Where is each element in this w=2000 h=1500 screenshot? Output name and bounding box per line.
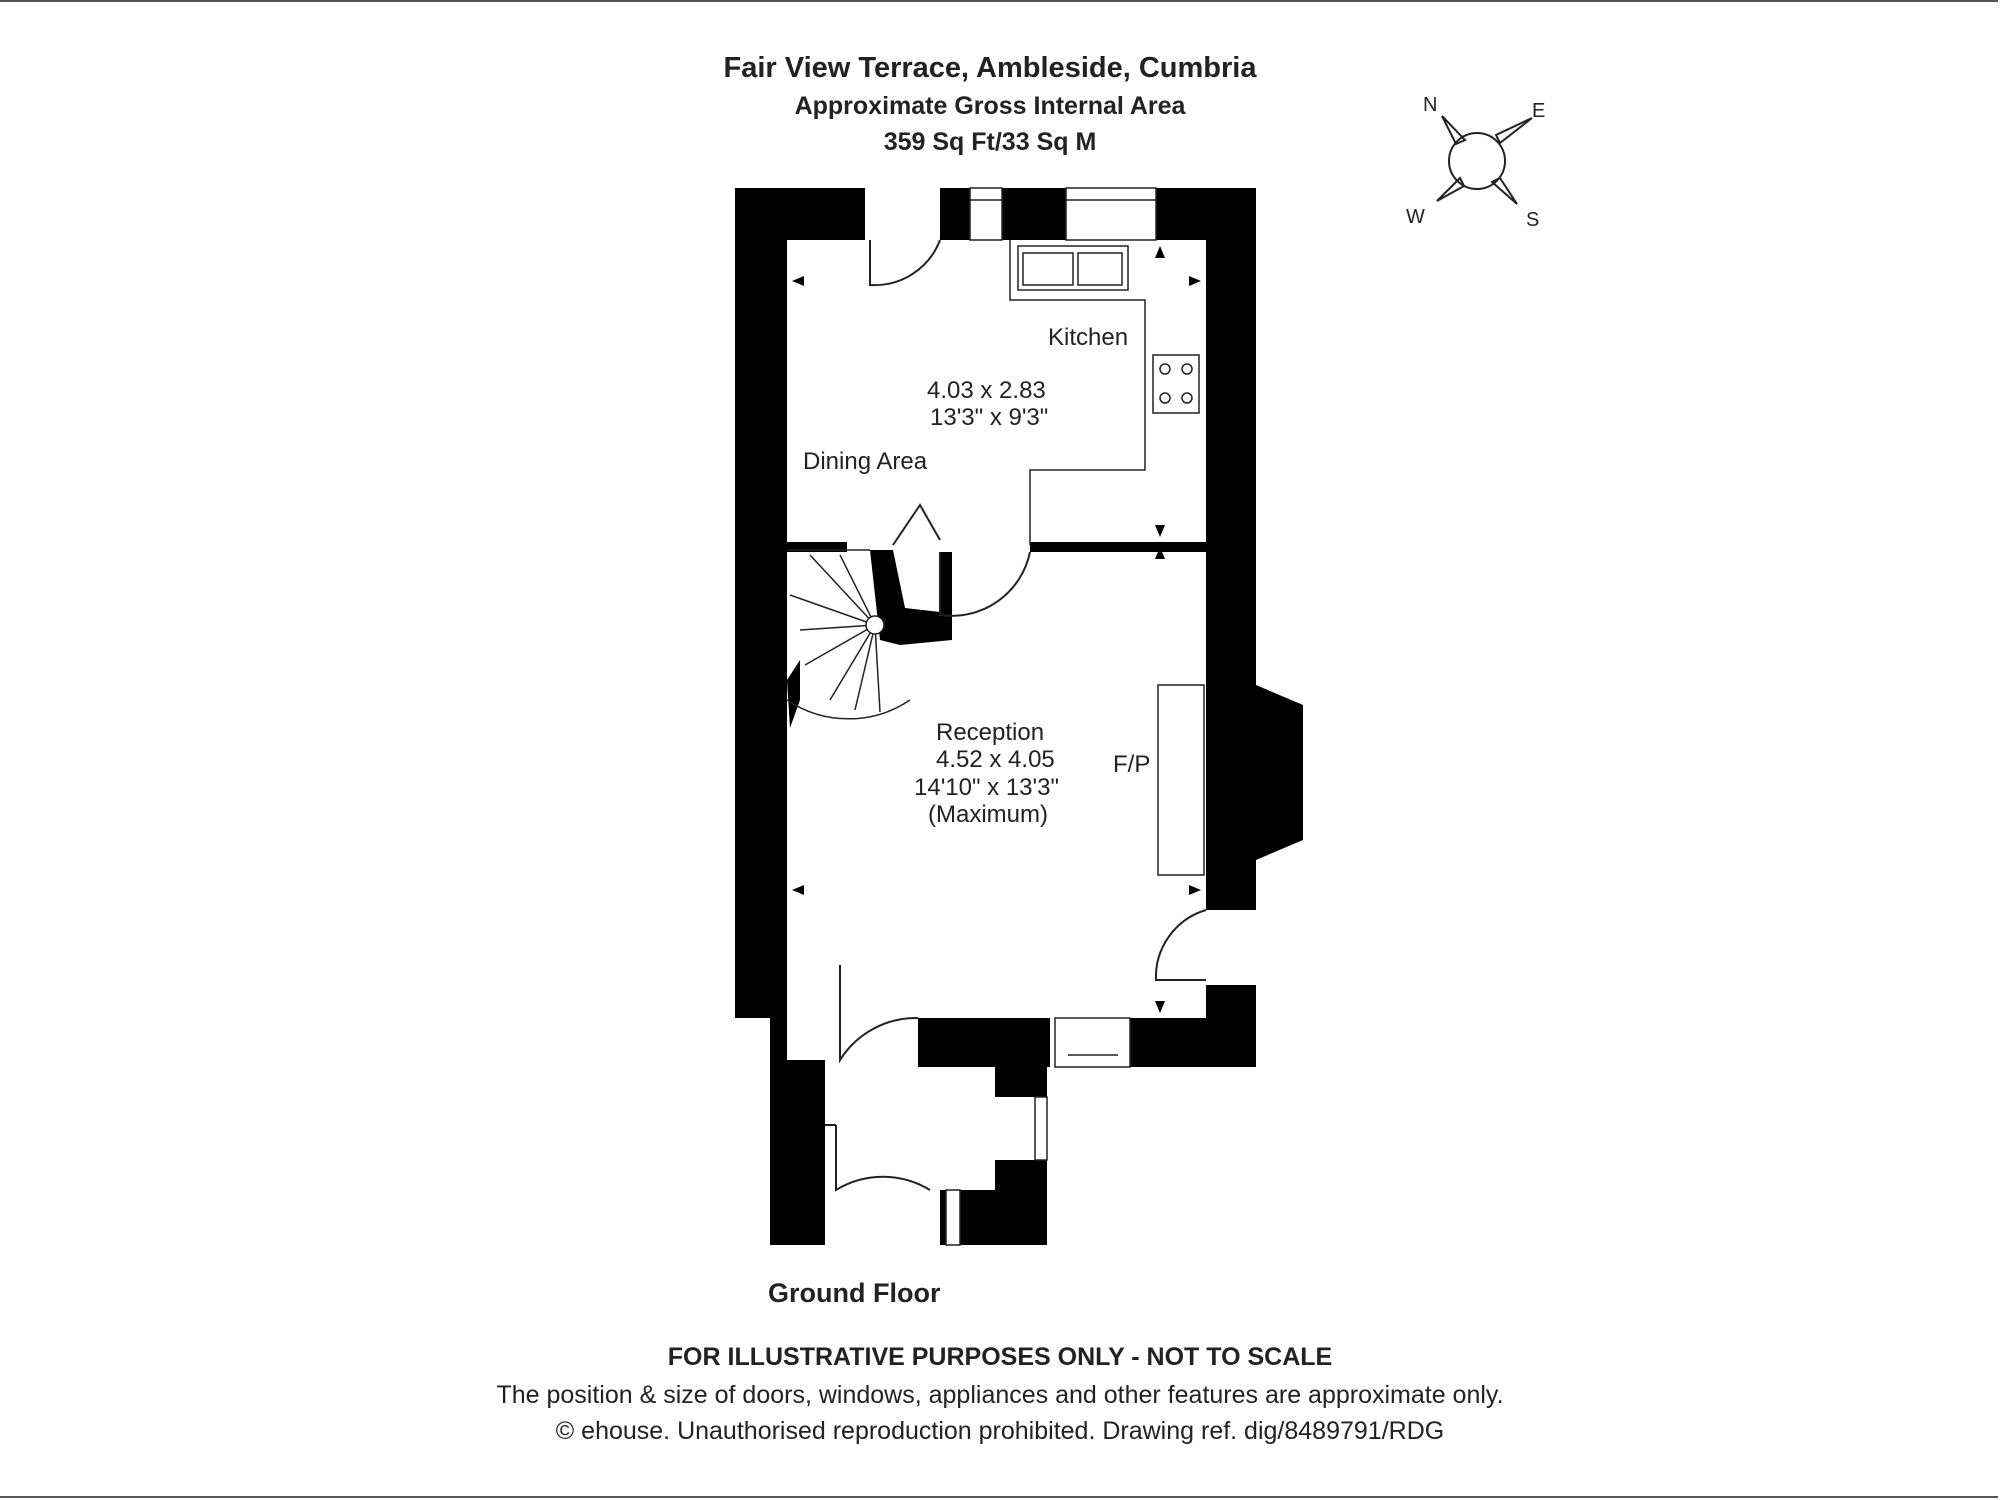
compass-s: S <box>1526 209 1539 231</box>
compass-n: N <box>1423 94 1437 116</box>
walls <box>735 188 1303 1245</box>
sink-icon <box>1017 245 1129 291</box>
fireplace-label: F/P <box>1113 751 1150 778</box>
reception-metric: 4.52 x 4.05 <box>936 746 1055 773</box>
kitchen-metric: 4.03 x 2.83 <box>927 377 1046 404</box>
reception-label: Reception <box>936 719 1044 746</box>
compass-icon: N E S W <box>1406 94 1545 231</box>
plan-area: 359 Sq Ft/33 Sq M <box>883 128 1097 156</box>
floor-label: Ground Floor <box>768 1278 941 1308</box>
reception-imperial: 14'10" x 13'3" <box>914 774 1059 801</box>
kitchen-label: Kitchen <box>1048 324 1128 351</box>
plan-title: Fair View Terrace, Ambleside, Cumbria <box>723 52 1257 84</box>
approximation-note: The position & size of doors, windows, a… <box>496 1381 1504 1409</box>
windows <box>945 187 1157 1246</box>
doors <box>825 239 1207 1192</box>
spiral-staircase <box>786 549 911 720</box>
plan-subtitle: Approximate Gross Internal Area <box>794 92 1186 120</box>
hearth <box>1157 684 1205 876</box>
dimension-markers <box>792 246 1201 1013</box>
reception-note: (Maximum) <box>928 801 1048 828</box>
hob-icon <box>1152 354 1200 414</box>
kitchen-imperial: 13'3" x 9'3" <box>930 404 1048 431</box>
copyright-note: © ehouse. Unauthorised reproduction proh… <box>555 1417 1445 1445</box>
disclaimer: FOR ILLUSTRATIVE PURPOSES ONLY - NOT TO … <box>667 1343 1333 1371</box>
compass-e: E <box>1532 100 1545 122</box>
compass-w: W <box>1406 206 1425 228</box>
kitchen-fittings <box>1009 240 1200 545</box>
dining-label: Dining Area <box>803 448 928 475</box>
